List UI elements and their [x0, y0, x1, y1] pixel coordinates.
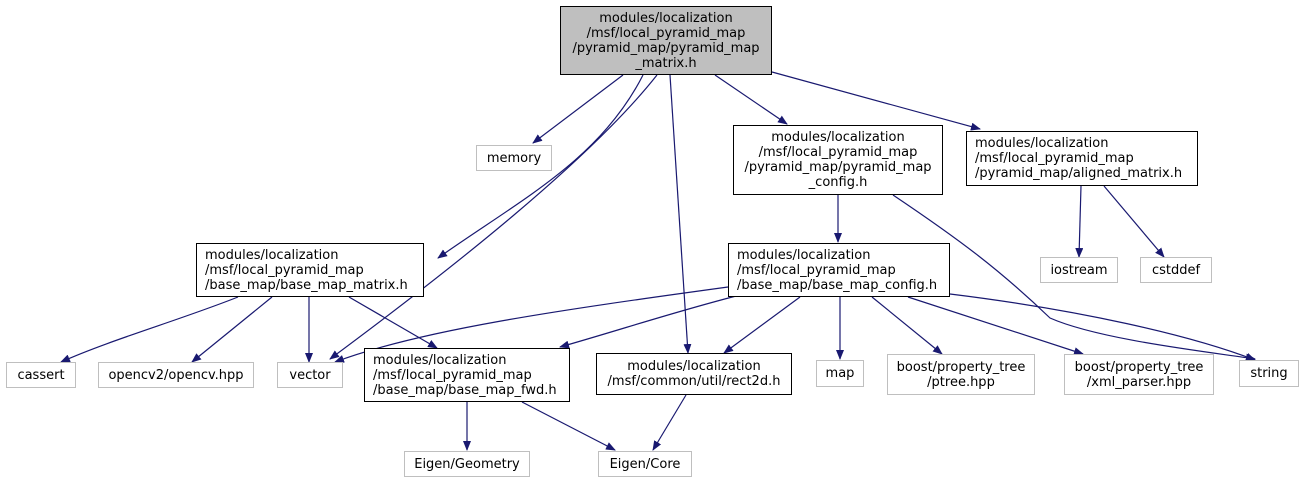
node-cstddef[interactable]: cstddef — [1140, 257, 1212, 283]
node-base-map-fwd-h[interactable]: modules/localization/msf/local_pyramid_m… — [364, 348, 570, 402]
edge-root-aligned-matrix — [771, 71, 981, 131]
node-label-line: /msf/local_pyramid_map — [373, 367, 532, 383]
node-label-line: boost/property_tree — [1074, 359, 1204, 375]
node-memory[interactable]: memory — [476, 145, 552, 171]
node-label-line: /pyramid_map/aligned_matrix.h — [975, 166, 1183, 181]
node-label-line: vector — [289, 367, 331, 383]
node-aligned-matrix-h[interactable]: modules/localization/msf/local_pyramid_m… — [966, 131, 1198, 186]
node-label-line: Eigen/Core — [609, 456, 681, 472]
edge-base-config-string — [949, 293, 1256, 361]
node-label-line: cassert — [17, 367, 65, 383]
node-label-line: /base_map/base_map_config.h — [737, 277, 938, 293]
node-label-line: _config.h — [808, 175, 868, 190]
edge-base-config-rect2d — [723, 296, 801, 354]
node-eigen-geometry[interactable]: Eigen/Geometry — [404, 451, 530, 477]
node-label-line: modules/localization — [975, 136, 1109, 151]
node-label-line: memory — [486, 150, 542, 166]
node-label-line: cstddef — [1151, 262, 1201, 278]
node-pyramid-map-matrix-h[interactable]: modules/localization/msf/local_pyramid_m… — [560, 6, 772, 75]
node-label-line: /msf/local_pyramid_map — [205, 262, 364, 278]
node-vector[interactable]: vector — [277, 362, 343, 388]
edge-aligned-iostream — [1075, 185, 1084, 258]
node-label-line: /base_map/base_map_matrix.h — [205, 277, 408, 293]
edge-root-pyramid-map-config — [714, 74, 788, 125]
edge-root-vector — [329, 74, 658, 360]
node-string[interactable]: string — [1239, 360, 1299, 387]
node-label-line: /msf/common/util/rect2d.h — [607, 374, 781, 389]
node-label-line: map — [825, 366, 855, 381]
edge-base-matrix-opencv — [191, 296, 273, 363]
edge-base-matrix-cassert — [60, 296, 239, 363]
node-label-line: /base_map/base_map_fwd.h — [373, 382, 557, 398]
edge-base-config-fwd — [559, 293, 745, 349]
edge-base-config-ptree — [871, 296, 943, 355]
node-pyramid-map-config-h[interactable]: modules/localization/msf/local_pyramid_m… — [733, 125, 943, 195]
node-ptree-hpp[interactable]: boost/property_tree/ptree.hpp — [887, 354, 1035, 395]
edge-pyramid-config-string — [892, 194, 1256, 362]
node-label-line: Eigen/Geometry — [414, 456, 520, 472]
node-opencv-hpp[interactable]: opencv2/opencv.hpp — [98, 362, 254, 388]
node-label-line: /ptree.hpp — [927, 374, 995, 390]
node-label-line: modules/localization — [373, 352, 507, 368]
edge-root-rect2d — [669, 74, 692, 354]
node-label-line: modules/localization — [599, 10, 733, 26]
node-map[interactable]: map — [816, 360, 864, 387]
edge-root-memory — [532, 74, 624, 144]
node-base-map-config-h[interactable]: modules/localization/msf/local_pyramid_m… — [728, 243, 950, 297]
node-label-line: /pyramid_map/pyramid_map — [572, 40, 760, 56]
node-label-line: opencv2/opencv.hpp — [108, 367, 244, 383]
node-label-line: iostream — [1050, 262, 1108, 278]
node-label-line: /msf/local_pyramid_map — [975, 151, 1134, 166]
edge-base-config-xml — [907, 296, 1084, 356]
node-label-line: /msf/local_pyramid_map — [737, 262, 896, 278]
node-label-line: modules/localization — [205, 247, 339, 263]
edge-root-base-map-matrix — [437, 74, 644, 259]
node-cassert[interactable]: cassert — [6, 362, 76, 388]
node-iostream[interactable]: iostream — [1040, 257, 1118, 283]
node-label-line: modules/localization — [737, 247, 871, 263]
node-xml-parser-hpp[interactable]: boost/property_tree/xml_parser.hpp — [1064, 354, 1214, 395]
node-label-line: modules/localization — [627, 359, 761, 374]
node-label-line: boost/property_tree — [896, 359, 1026, 375]
node-label-line: /msf/local_pyramid_map — [758, 145, 918, 160]
node-label-line: /xml_parser.hpp — [1086, 374, 1192, 390]
edges — [60, 71, 1256, 451]
edge-fwd-eigen-core — [521, 401, 616, 451]
node-rect2d-h[interactable]: modules/localization/msf/common/util/rec… — [596, 353, 792, 395]
node-eigen-core[interactable]: Eigen/Core — [598, 451, 692, 477]
node-base-map-matrix-h[interactable]: modules/localization/msf/local_pyramid_m… — [196, 243, 424, 297]
edge-rect2d-eigen-core — [652, 394, 687, 451]
node-label-line: string — [1250, 366, 1288, 381]
node-label-line: _matrix.h — [635, 55, 697, 71]
edge-aligned-cstddef — [1103, 185, 1165, 258]
node-label-line: /msf/local_pyramid_map — [586, 25, 746, 41]
node-label-line: modules/localization — [771, 130, 905, 145]
edge-base-matrix-fwd — [348, 296, 438, 349]
node-label-line: /pyramid_map/pyramid_map — [744, 160, 932, 175]
